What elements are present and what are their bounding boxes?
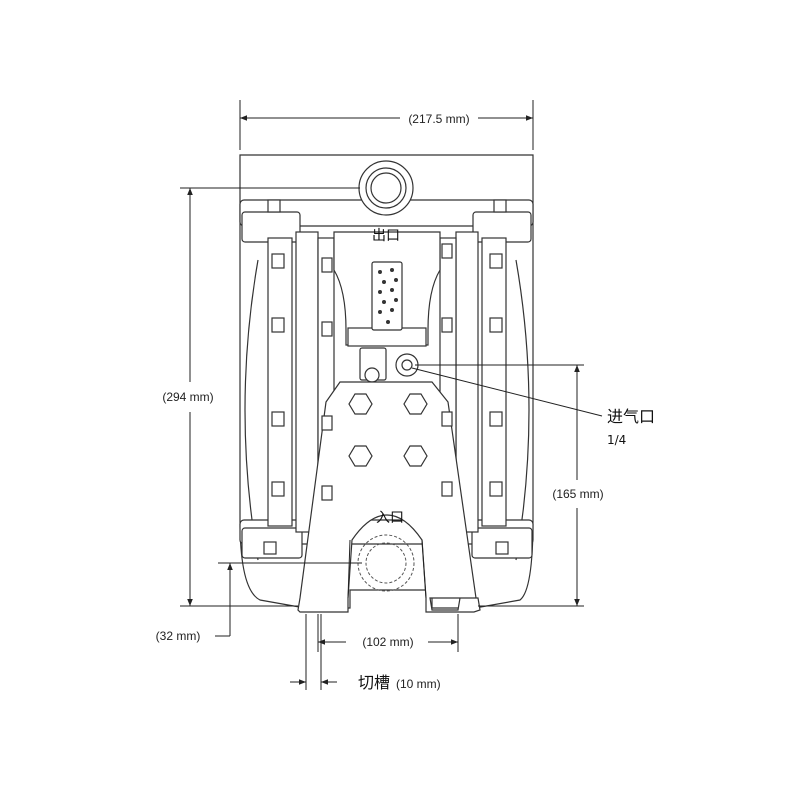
side-bolts xyxy=(263,199,509,555)
muffler-holes xyxy=(378,268,398,324)
dimension-lines xyxy=(180,100,603,690)
foot-spacing-label: (102 mm) xyxy=(362,635,413,649)
inlet-label: 入口 xyxy=(376,510,404,526)
outlet-port-outer xyxy=(358,160,414,216)
outlet-port-bore xyxy=(370,172,402,204)
right-outer-bar xyxy=(481,237,507,527)
pump-body xyxy=(239,154,534,613)
air-inlet-fitting xyxy=(395,353,419,377)
muffler xyxy=(371,261,403,331)
center-block xyxy=(347,327,427,347)
slot-label: 切槽 xyxy=(358,673,390,692)
air-inlet-size-label: 1/4 xyxy=(607,433,626,447)
inlet-height-label: (32 mm) xyxy=(156,629,201,643)
left-outer-bar xyxy=(267,237,293,527)
outlet-label: 出口 xyxy=(372,228,400,244)
base-bolts xyxy=(348,393,428,467)
outlet-port-inner xyxy=(365,167,407,209)
air-inlet-bore xyxy=(401,359,413,371)
air-inlet-height-label: (165 mm) xyxy=(552,487,603,501)
overall-height-label: (294 mm) xyxy=(162,390,213,404)
slot-width-label: (10 mm) xyxy=(396,677,441,691)
air-inlet-label: 进气口 xyxy=(607,407,655,426)
base-stand xyxy=(297,381,481,613)
overall-width-label: (217.5 mm) xyxy=(408,112,469,126)
air-valve-knob xyxy=(364,367,380,383)
